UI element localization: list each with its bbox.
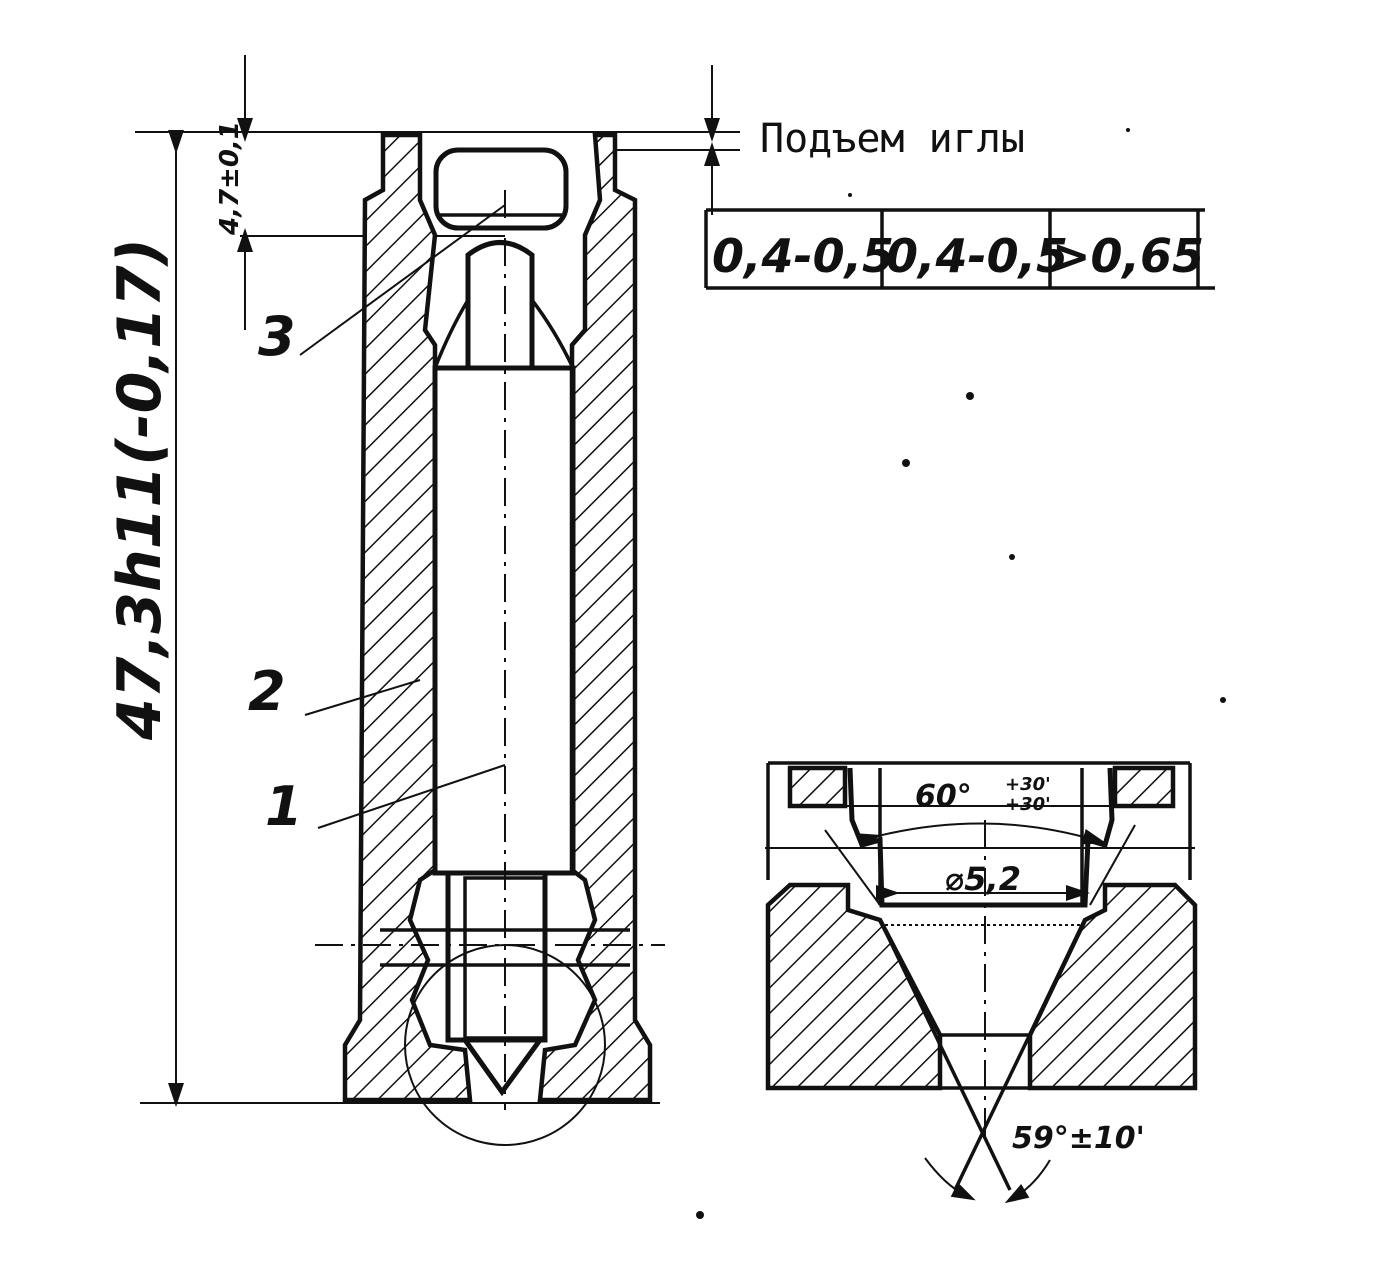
angle-top-tol-upper: +30' bbox=[1005, 774, 1051, 795]
callout-1: 1 bbox=[265, 775, 303, 838]
table-cell-2: 0,4-0,5 bbox=[886, 229, 1068, 283]
scan-specks bbox=[696, 128, 1226, 1219]
nozzle-assembly-section bbox=[135, 55, 740, 1146]
needle-lift-title: Подъем иглы bbox=[760, 116, 1025, 162]
callout-2: 2 bbox=[248, 660, 286, 723]
top-offset-dimension: 4,7±0,1 bbox=[215, 121, 245, 236]
table-cell-1: 0,4-0,5 bbox=[712, 229, 894, 283]
angle-top-label: 60° bbox=[915, 779, 972, 814]
diameter-label: ⌀5,2 bbox=[945, 860, 1021, 898]
overall-length-dimension: 47,3h11(-0,17) bbox=[105, 238, 175, 741]
needle-lift-table bbox=[704, 208, 1215, 290]
angle-bottom-label: 59°±10' bbox=[1012, 1121, 1145, 1156]
angle-top-tol-lower: +30' bbox=[1005, 794, 1051, 815]
seat-detail-section bbox=[765, 761, 1198, 1204]
callout-3: 3 bbox=[258, 305, 296, 368]
table-cell-3: >0,65 bbox=[1052, 229, 1204, 283]
